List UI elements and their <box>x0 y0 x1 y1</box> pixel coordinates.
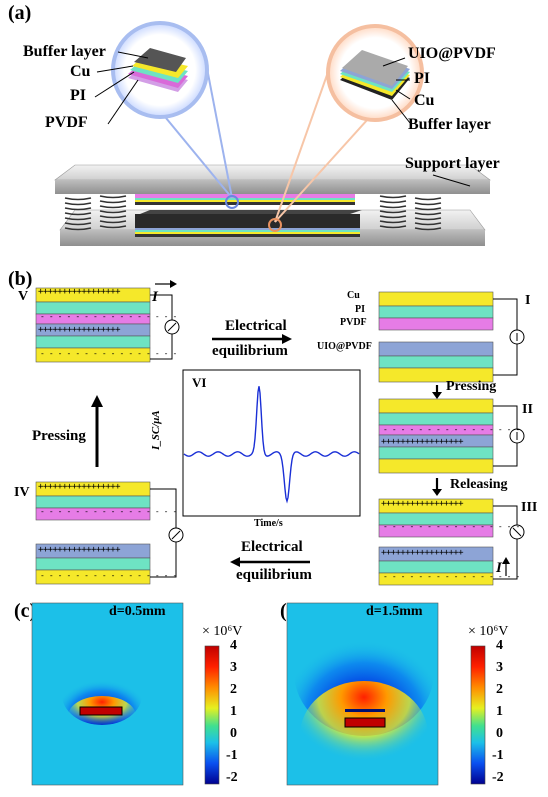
gap-label-d: d=1.5mm <box>366 604 423 619</box>
charges-V-bottom-minus: - - - - - - - - - - - - - - - - <box>40 349 177 358</box>
gap-label-c: d=0.5mm <box>109 604 166 619</box>
circuit-III <box>493 505 525 580</box>
top-arrow-text-2: equilibrium <box>212 343 288 359</box>
tick-c-2: 2 <box>230 682 237 697</box>
right-layer-buffer: Buffer layer <box>408 116 491 133</box>
colorbar-unit-c: × 10⁶V <box>202 624 243 639</box>
tick-d-m1: -1 <box>492 748 504 763</box>
left-layer-pi: PI <box>70 87 86 104</box>
state-label-VI: VI <box>192 375 207 390</box>
tick-c-1: 1 <box>230 704 237 719</box>
circuit-IV <box>150 488 184 578</box>
magnifier-right <box>268 24 424 232</box>
colorbar-unit-d: × 10⁶V <box>468 624 509 639</box>
left-layer-pvdf: PVDF <box>45 114 88 131</box>
panel-b-letter: (b) <box>8 268 33 290</box>
stack-I <box>378 291 494 383</box>
charges-IV-bottom-minus: - - - - - - - - - - - - - - - - <box>40 571 177 580</box>
charges-III-bottom-minus: - - - - - - - - - - - - - - - - <box>383 572 520 581</box>
charges-III-top: +++++++++++++++++ <box>381 499 464 509</box>
current-arrow-V <box>155 280 177 288</box>
short-circuit-current-plot <box>182 369 361 517</box>
charges-IV-uio: +++++++++++++++++ <box>38 545 121 555</box>
bottom-arrow-text-1: Electrical <box>241 539 303 555</box>
stack-I-label-uio: UIO@PVDF <box>317 341 372 352</box>
arrow-bottom-equilibrium <box>230 557 310 567</box>
charges-IV-pvdf-minus: - - - - - - - - - - - - - - - - <box>40 507 177 516</box>
tick-c-m1: -1 <box>226 748 238 763</box>
right-layer-cu: Cu <box>414 92 435 109</box>
potential-maps <box>31 602 486 786</box>
tick-c-0: 0 <box>230 726 237 741</box>
state-label-I: I <box>525 293 531 308</box>
stack-IV <box>35 481 151 585</box>
charges-II-pvdf-minus: - - - - - - - - - - - - - - - - <box>383 425 520 434</box>
pressing-left-label: Pressing <box>32 428 86 444</box>
stack-II <box>378 398 494 474</box>
arrow-releasing-down <box>432 478 442 496</box>
state-label-II: II <box>522 402 533 417</box>
right-layer-uio: UIO@PVDF <box>408 45 496 62</box>
colorbar-d <box>470 645 486 785</box>
current-label-V: I <box>152 289 158 305</box>
state-label-III: III <box>521 500 538 515</box>
charges-V-top: +++++++++++++++++ <box>38 287 121 297</box>
tick-c-m2: -2 <box>226 770 238 785</box>
charges-II-uio: +++++++++++++++++ <box>381 437 464 447</box>
tick-d-m2: -2 <box>492 770 504 785</box>
tick-c-4: 4 <box>230 638 237 653</box>
charges-V-uio: +++++++++++++++++ <box>38 325 121 335</box>
tick-c-3: 3 <box>230 660 237 675</box>
potential-map-c <box>32 603 183 785</box>
charges-IV-top: +++++++++++++++++ <box>38 482 121 492</box>
top-arrow-text-1: Electrical <box>225 318 287 334</box>
left-layer-buffer: Buffer layer <box>23 43 106 60</box>
spring-right <box>379 195 442 231</box>
stack-I-label-pi: PI <box>355 304 365 315</box>
panel-a-letter: (a) <box>8 2 32 24</box>
device-illustration <box>54 21 491 246</box>
charges-III-uio: +++++++++++++++++ <box>381 548 464 558</box>
stack-I-label-pvdf: PVDF <box>340 317 367 328</box>
releasing-label: Releasing <box>450 477 508 492</box>
tick-d-1: 1 <box>496 704 503 719</box>
state-label-IV: IV <box>14 485 30 500</box>
stack-I-label-cu: Cu <box>347 290 360 301</box>
state-label-V: V <box>18 289 29 304</box>
potential-map-d <box>287 603 438 785</box>
stack-III <box>378 498 494 586</box>
plot-ylabel: I_SC/μA <box>150 410 162 450</box>
magnifier-left <box>111 21 239 209</box>
lower-stack <box>135 210 362 237</box>
bottom-arrow-text-2: equilibrium <box>236 567 312 583</box>
stack-V <box>35 287 151 363</box>
left-layer-cu: Cu <box>70 63 91 80</box>
tick-d-0: 0 <box>496 726 503 741</box>
plot-xlabel: Time/s <box>254 518 283 529</box>
support-top-plate <box>54 164 491 194</box>
panel-c-letter: (c) <box>14 600 37 622</box>
support-layer-label: Support layer <box>405 155 500 172</box>
circuit-V <box>150 294 180 360</box>
working-mechanism-diagram <box>35 280 525 586</box>
pressing-right-label: Pressing <box>446 379 497 394</box>
isc-curve <box>183 386 360 504</box>
tick-d-4: 4 <box>496 638 503 653</box>
label-leaders <box>94 51 471 187</box>
colorbar-c <box>204 645 220 785</box>
tick-d-3: 3 <box>496 660 503 675</box>
current-arrow-III <box>502 557 510 576</box>
upper-stack <box>135 194 355 205</box>
charges-V-pvdf-minus: - - - - - - - - - - - - - - - - <box>40 312 177 321</box>
charges-III-pvdf-minus: - - - - - - - - - - - - - - - - <box>383 522 520 531</box>
circuit-II <box>493 405 525 467</box>
arrow-left-pressing <box>91 395 103 467</box>
tick-d-2: 2 <box>496 682 503 697</box>
right-layer-pi: PI <box>414 70 430 87</box>
arrow-top-equilibrium <box>212 334 292 344</box>
spring-left <box>64 195 127 231</box>
circuit-I <box>493 298 525 376</box>
arrow-pressing-down <box>432 385 442 399</box>
current-label-III: I <box>496 560 502 576</box>
